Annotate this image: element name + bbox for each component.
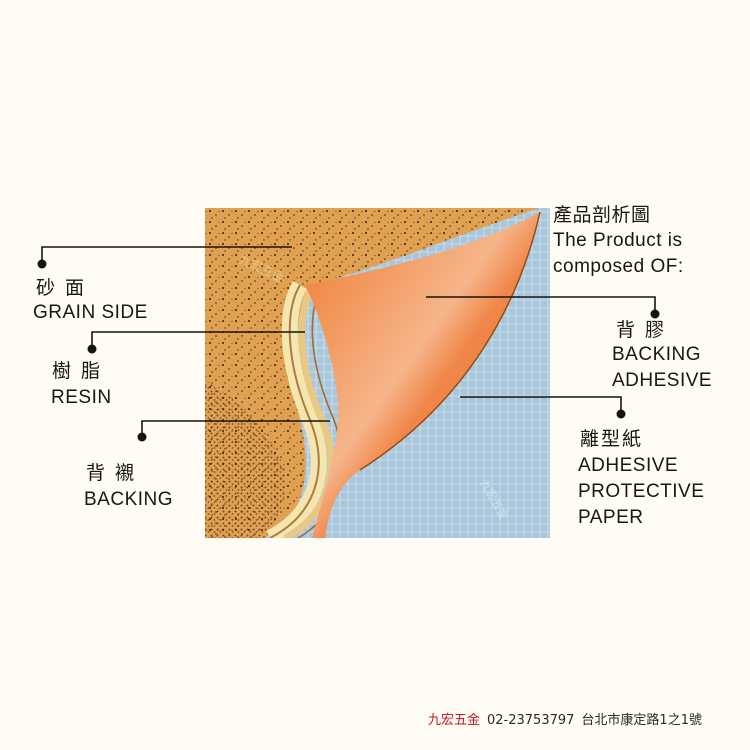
footer-brand: 九宏五金 [428,713,481,728]
heading-line2: composed OF: [553,256,684,277]
label-grain-side-en: GRAIN SIDE [33,302,148,323]
label-backing-adhesive-zh: 背 膠 [616,319,667,341]
label-protective-paper-zh: 離型紙 [580,428,644,450]
heading-title-zh: 產品剖析圖 [553,205,651,226]
label-backing-zh: 背 襯 [86,462,137,484]
heading-line1: The Product is [553,230,683,251]
label-backing-adhesive-en1: BACKING [612,344,702,365]
label-backing-adhesive-en2: ADHESIVE [612,370,713,391]
label-protective-paper-en1: ADHESIVE [578,455,679,476]
label-grain-side-zh: 砂 面 [36,277,87,299]
label-resin-zh: 樹 脂 [52,360,103,382]
label-backing-en: BACKING [84,489,174,510]
backing-adhesive-curl [305,212,540,538]
footer-contact: 九宏五金 02-23753797 台北市康定路1之1號 [428,709,709,728]
footer-phone: 02-23753797 [487,713,575,728]
label-resin-en: RESIN [51,387,112,408]
label-protective-paper-en3: PAPER [578,507,644,528]
footer-address: 台北市康定路1之1號 [581,713,702,728]
label-protective-paper-en2: PROTECTIVE [578,481,705,502]
leader-lines [37,246,660,442]
